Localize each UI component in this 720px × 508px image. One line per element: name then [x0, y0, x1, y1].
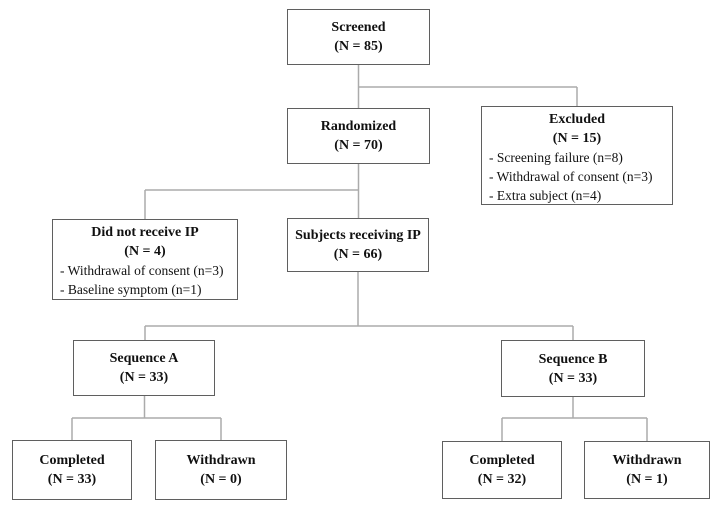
node-sequence-a: Sequence A (N = 33): [73, 340, 215, 396]
node-title: Sequence B: [538, 351, 608, 367]
node-count: (N = 32): [477, 472, 527, 487]
node-completed-b: Completed (N = 32): [442, 441, 562, 499]
reason-item: - Extra subject (n=4): [489, 188, 602, 203]
node-title: Completed: [39, 453, 105, 468]
node-title: Withdrawn: [186, 453, 256, 468]
reason-item: - Withdrawal of consent (n=3): [60, 263, 224, 278]
node-screened: Screened (N = 85): [287, 9, 430, 65]
node-subjects-receiving-ip: Subjects receiving IP (N = 66): [287, 218, 429, 272]
node-title: Screened: [331, 20, 386, 35]
reason-item: - Baseline symptom (n=1): [60, 282, 202, 297]
node-title: Excluded: [548, 112, 605, 127]
node-randomized: Randomized (N = 70): [287, 108, 430, 164]
node-count: (N = 33): [119, 370, 169, 385]
node-title: Subjects receiving IP: [295, 228, 421, 243]
node-title: Did not receive IP: [91, 225, 199, 240]
connector-path: [71, 65, 648, 441]
node-count: (N = 15): [552, 131, 602, 146]
node-completed-a: Completed (N = 33): [12, 440, 132, 500]
node-count: (N = 0): [200, 472, 242, 487]
node-count: (N = 33): [47, 472, 97, 487]
node-title: Completed: [469, 453, 535, 468]
node-excluded: Excluded (N = 15) - Screening failure (n…: [481, 106, 673, 205]
node-withdrawn-b: Withdrawn (N = 1): [584, 441, 710, 499]
node-did-not-receive-ip: Did not receive IP (N = 4) - Withdrawal …: [52, 219, 238, 300]
node-sequence-b: Sequence B (N = 33): [501, 340, 645, 397]
reason-list: - Withdrawal of consent (n=3) - Baseline…: [57, 261, 233, 299]
node-count: (N = 1): [626, 472, 668, 487]
node-count: (N = 66): [333, 247, 383, 262]
node-count: (N = 70): [334, 138, 383, 153]
node-count: (N = 85): [334, 39, 383, 54]
reason-item: - Withdrawal of consent (n=3): [489, 169, 653, 184]
node-title: Sequence A: [109, 351, 179, 366]
reason-list: - Screening failure (n=8) - Withdrawal o…: [486, 148, 668, 205]
node-count: (N = 4): [124, 244, 166, 259]
reason-item: - Screening failure (n=8): [489, 150, 623, 165]
node-title: Randomized: [320, 119, 397, 134]
node-count: (N = 33): [548, 370, 598, 386]
node-title: Withdrawn: [612, 453, 682, 468]
node-withdrawn-a: Withdrawn (N = 0): [155, 440, 287, 500]
